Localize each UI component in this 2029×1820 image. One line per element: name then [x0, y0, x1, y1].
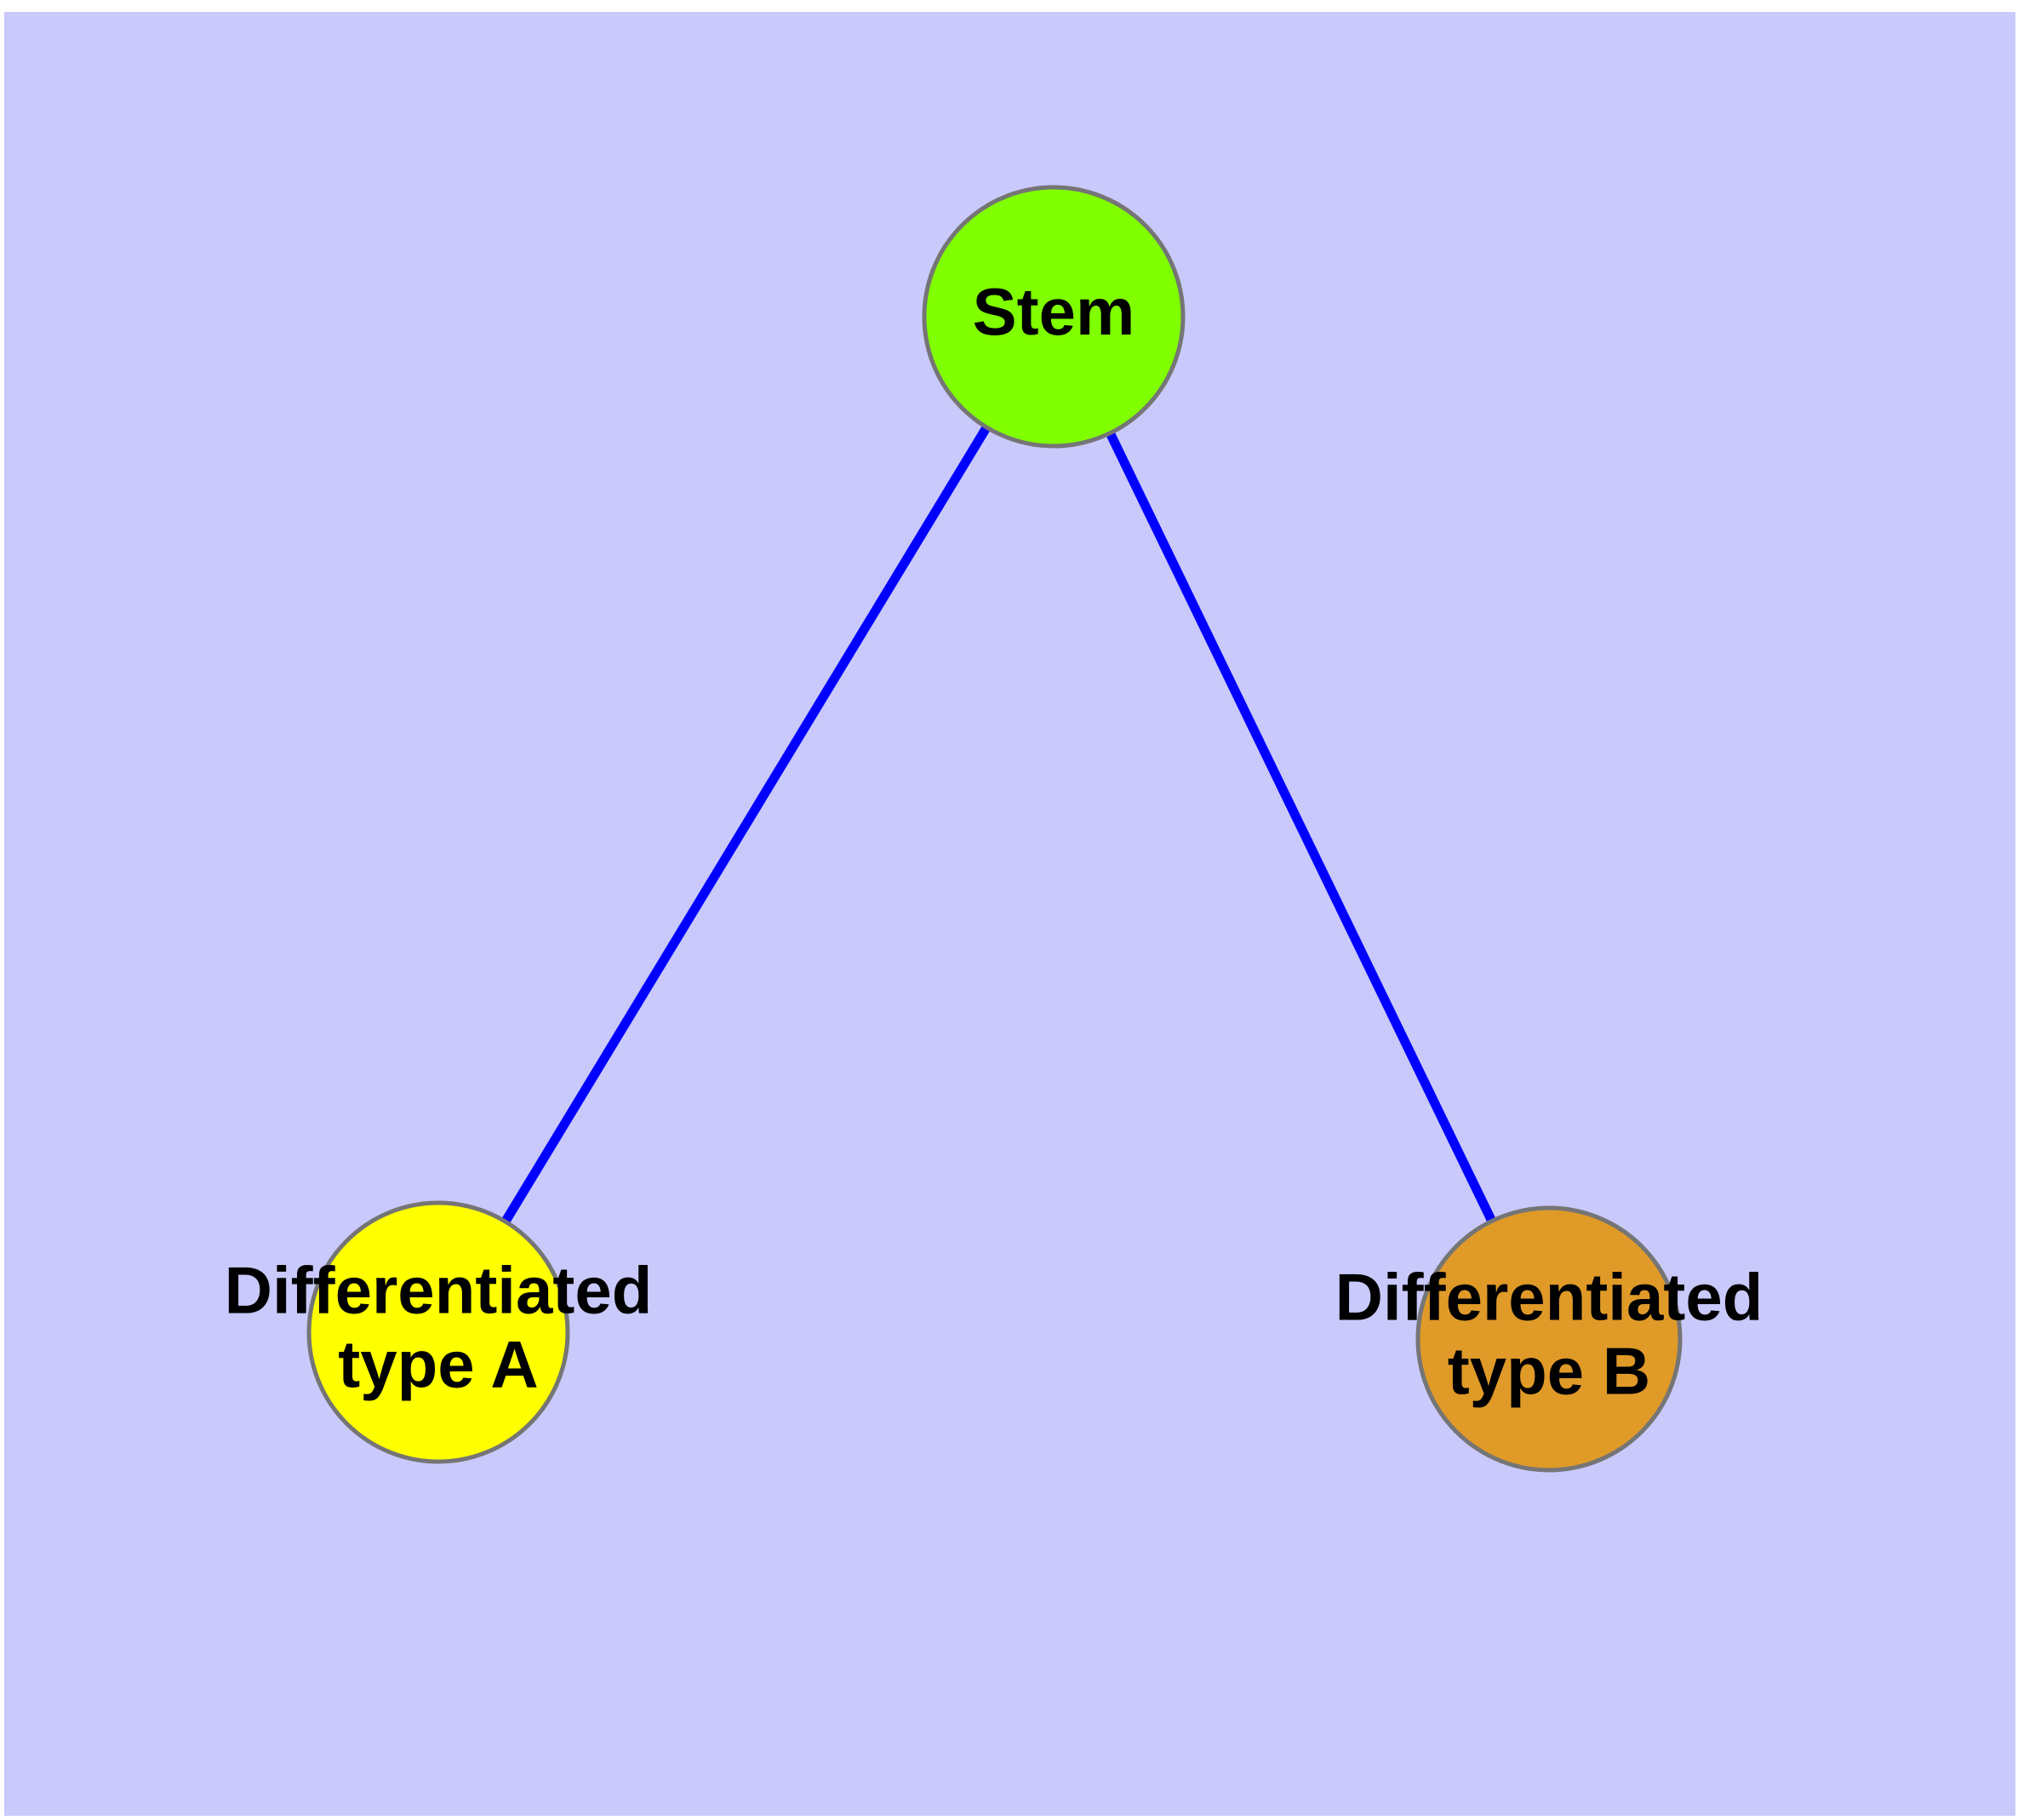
nodes-layer	[306, 185, 1683, 1473]
graph-node-label-stem: Stem	[973, 274, 1135, 349]
graph-node-label-line: Differentiated	[1335, 1259, 1763, 1334]
graph-edge-stem-to-diff-a	[500, 423, 992, 1226]
graph-node-label-line: Stem	[973, 274, 1135, 349]
graph-node-stem[interactable]	[922, 185, 1186, 449]
graph-node-diff_b[interactable]	[1415, 1205, 1683, 1473]
graph-edge-stem-to-diff-b	[1105, 429, 1497, 1225]
graph-node-label-line: Differentiated	[225, 1252, 653, 1327]
graph-node-label-line: type B	[1448, 1333, 1650, 1408]
edges-layer	[500, 423, 1497, 1226]
graph-node-label-line: type A	[338, 1326, 539, 1401]
graph-node-diff_a[interactable]	[306, 1200, 570, 1464]
